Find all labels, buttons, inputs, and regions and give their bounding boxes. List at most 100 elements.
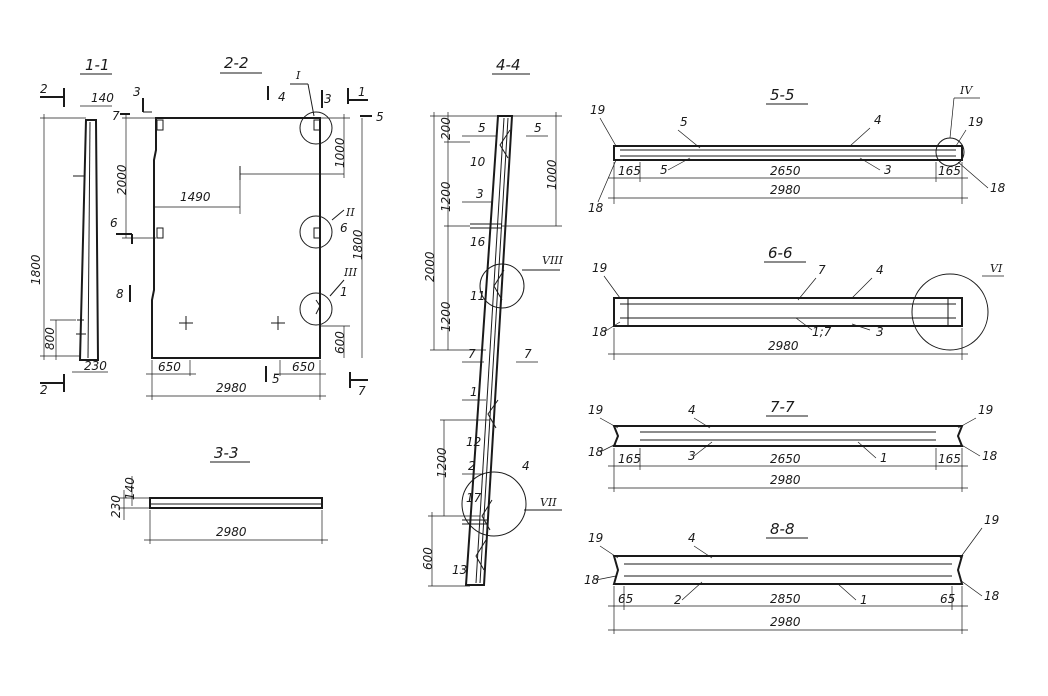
dim-2980-5: 2980	[770, 183, 801, 197]
label-1: 1	[880, 451, 888, 465]
cut-mark-1-side: 1	[340, 285, 348, 299]
label-5-right: 5	[534, 121, 542, 135]
cut-mark-3-right: 3	[324, 92, 332, 106]
label-19-left: 19	[588, 531, 603, 545]
label-18-right: 18	[982, 449, 998, 463]
dim-165-left: 165	[618, 164, 641, 178]
section-7-7: 7-7 19 4 19 18 3 1 18 165 2650 165 2980	[588, 398, 998, 492]
label-5-left: 5	[478, 121, 486, 135]
label-18-left: 18	[588, 445, 604, 459]
label-7: 7	[818, 263, 826, 277]
label-7-left: 7	[468, 347, 476, 361]
section-8-8: 8-8 19 4 19 18 2 1 18 65 2850 65 2980	[584, 513, 1000, 634]
dim-2980-7: 2980	[770, 473, 801, 487]
dim-2850: 2850	[770, 592, 801, 606]
section-6-6-title: 6-6	[768, 244, 793, 262]
label-12: 12	[466, 435, 481, 449]
cut-mark-2-bottom: 2	[40, 383, 48, 397]
dim-800: 800	[43, 327, 57, 350]
label-18-left: 18	[588, 201, 604, 215]
section-8-8-title: 8-8	[770, 520, 795, 538]
label-19-right: 19	[978, 403, 993, 417]
detail-mark-VIII: VIII	[542, 254, 564, 267]
cut-mark-3-left: 3	[133, 85, 141, 99]
cut-mark-2-top: 2	[40, 82, 48, 96]
dim-2980-8: 2980	[770, 615, 801, 629]
label-18: 18	[592, 325, 608, 339]
detail-mark-I: I	[295, 69, 301, 82]
detail-mark-VI: VI	[990, 262, 1003, 275]
label-18-right: 18	[990, 181, 1006, 195]
dim-1800-right: 1800	[351, 229, 365, 260]
dim-600: 600	[333, 331, 347, 354]
dim-165-left-7: 165	[618, 452, 641, 466]
dim-2980-3: 2980	[216, 525, 247, 539]
label-1-7: 1;7	[812, 325, 832, 339]
dim-2000-4: 2000	[423, 251, 437, 282]
label-17: 17	[466, 491, 482, 505]
label-18-left: 18	[584, 573, 600, 587]
section-4-4-title: 4-4	[496, 56, 521, 74]
dim-600-4: 600	[421, 547, 435, 570]
dim-2650: 2650	[770, 164, 801, 178]
label-13: 13	[452, 563, 467, 577]
cut-mark-5-right: 5	[376, 110, 384, 124]
label-19-left: 19	[588, 403, 603, 417]
label-3: 3	[884, 163, 892, 177]
label-3: 3	[688, 449, 696, 463]
label-5-top: 5	[680, 115, 688, 129]
label-5-bottom: 5	[660, 163, 668, 177]
dim-1490: 1490	[180, 190, 211, 204]
dim-2000: 2000	[115, 164, 129, 195]
cut-mark-6-right: 6	[340, 221, 348, 235]
label-4: 4	[522, 459, 530, 473]
dim-230-3: 230	[109, 495, 123, 518]
section-1-1-title: 1-1	[85, 56, 110, 74]
dim-1000: 1000	[333, 137, 347, 168]
dim-140: 140	[91, 91, 114, 105]
dim-1200-c: 1200	[435, 447, 449, 478]
label-3: 3	[876, 325, 884, 339]
dim-1800: 1800	[29, 254, 43, 285]
section-7-7-title: 7-7	[770, 398, 795, 416]
label-2: 2	[674, 593, 682, 607]
section-2-2: 2-2 1490 2000 3 7 6	[110, 54, 384, 400]
label-4: 4	[688, 531, 696, 545]
label-19-left: 19	[590, 103, 605, 117]
label-4: 4	[688, 403, 696, 417]
label-4-top: 4	[874, 113, 882, 127]
dim-1200-a: 1200	[439, 181, 453, 212]
label-1: 1	[860, 593, 868, 607]
dim-1200-b: 1200	[439, 301, 453, 332]
cut-mark-4-bottom: 5	[272, 372, 280, 386]
section-3-3: 3-3 230 140 2980	[109, 444, 328, 544]
section-1-1: 1-1 2 2 1800 800 140 230	[29, 56, 114, 397]
dim-200: 200	[439, 117, 453, 140]
label-2: 2	[468, 459, 476, 473]
dim-230: 230	[84, 359, 107, 373]
dim-1000-4: 1000	[545, 159, 559, 190]
detail-mark-IV: IV	[959, 84, 973, 97]
cut-mark-6-left: 6	[110, 216, 118, 230]
label-19: 19	[592, 261, 607, 275]
label-7-right: 7	[524, 347, 532, 361]
dim-65-left: 65	[618, 592, 633, 606]
cut-mark-7-bottom: 7	[358, 384, 366, 398]
dim-2980: 2980	[216, 381, 247, 395]
label-3: 3	[476, 187, 484, 201]
section-6-6: 6-6 19 7 4 VI 18 1;7 3 2980	[592, 244, 1004, 360]
section-2-2-title: 2-2	[224, 54, 249, 72]
label-1: 1	[470, 385, 478, 399]
detail-mark-VII: VII	[540, 496, 557, 509]
dim-2650-7: 2650	[770, 452, 801, 466]
section-3-3-title: 3-3	[214, 444, 239, 462]
cut-mark-5-left: 7	[112, 109, 120, 123]
section-4-4: 4-4 VIII VII 5 5 10 3 16 11 7 7 1 12	[421, 56, 564, 587]
cut-mark-1-top: 1	[358, 85, 366, 99]
dim-165-right: 165	[938, 164, 961, 178]
label-11: 11	[470, 289, 485, 303]
dim-65-right: 65	[940, 592, 955, 606]
section-5-5: 5-5 19 5 4 IV 19 5 3 18 18 165 2650 165	[588, 84, 1006, 215]
section-5-5-title: 5-5	[770, 86, 795, 104]
